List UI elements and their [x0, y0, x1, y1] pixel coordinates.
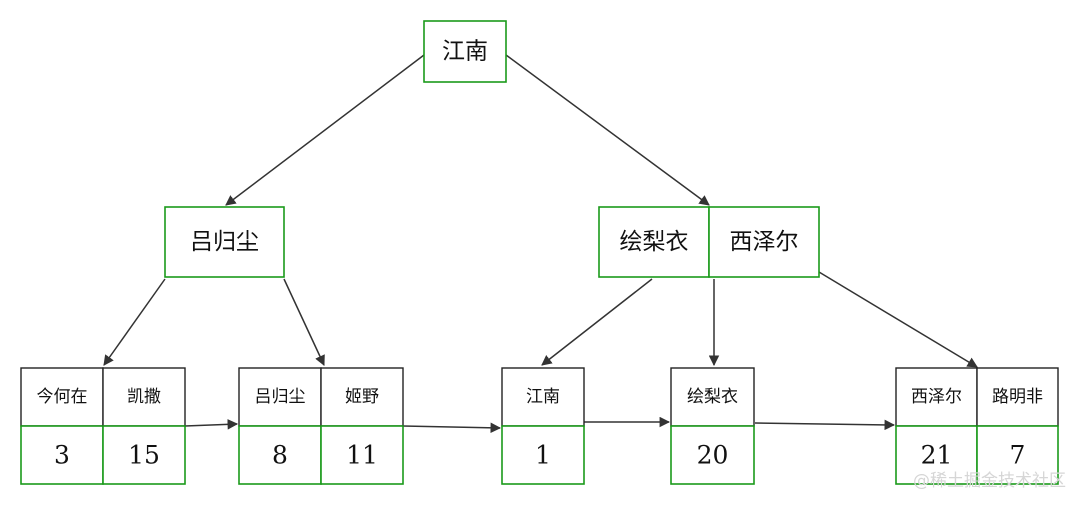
leaf-value: 15 — [128, 441, 160, 470]
nodes: 江南吕归尘绘梨衣西泽尔今何在3凯撒15吕归尘8姬野11江南1绘梨衣20西泽尔21… — [20, 20, 1059, 485]
edge-arrow — [818, 271, 978, 368]
edge-arrow — [283, 278, 325, 366]
leaf-value: 7 — [1010, 441, 1026, 470]
leaf-key: 今何在 — [37, 387, 88, 407]
leaf-key: 姬野 — [345, 387, 379, 407]
leaf-key-cell — [895, 367, 978, 427]
leaf-key-cell — [976, 367, 1059, 427]
leaf-value: 1 — [535, 441, 551, 470]
edge-arrow — [103, 278, 166, 366]
leaf-value-cell — [895, 425, 978, 485]
leaf-value-cell — [238, 425, 322, 485]
internal-key-cell — [164, 206, 285, 278]
leaf-value: 20 — [697, 441, 729, 470]
leaf-value: 8 — [272, 441, 288, 470]
leaf-value-cell — [320, 425, 404, 485]
edge-arrow — [184, 419, 239, 430]
leaf-key: 路明非 — [992, 387, 1043, 407]
edge-arrow — [754, 419, 896, 431]
leaf-node: 江南 1 — [501, 367, 585, 485]
leaf-key-cell — [238, 367, 322, 427]
leaf-key-cell — [501, 367, 585, 427]
leaf-key: 江南 — [526, 387, 560, 407]
leaf-value-cell — [976, 425, 1059, 485]
leaf-key: 绘梨衣 — [687, 387, 738, 407]
leaf-value-cell — [102, 425, 186, 485]
leaf-node: 吕归尘 8 姬野 11 — [238, 367, 404, 485]
leaf-key-cell — [670, 367, 755, 427]
leaf-node: 今何在 3 凯撒 15 — [20, 367, 186, 485]
leaf-key: 吕归尘 — [255, 387, 306, 407]
edge-arrow — [402, 422, 502, 434]
leaf-key-cell — [320, 367, 404, 427]
edge-arrow — [225, 54, 425, 206]
root-key: 江南 — [442, 39, 488, 65]
edge-arrow — [505, 54, 710, 206]
leaf-value: 3 — [54, 441, 70, 470]
root-node: 江南 — [423, 20, 507, 83]
internal-key: 西泽尔 — [730, 229, 799, 255]
leaf-key: 西泽尔 — [911, 387, 962, 407]
leaf-node: 西泽尔 21 路明非 7 — [895, 367, 1059, 485]
leaf-key-cell — [20, 367, 104, 427]
root-node-box — [423, 20, 507, 83]
internal-node: 绘梨衣 西泽尔 — [598, 206, 820, 278]
leaf-node: 绘梨衣 20 — [670, 367, 755, 485]
internal-key-cell — [708, 206, 820, 278]
edges — [103, 54, 978, 434]
leaf-value-cell — [501, 425, 585, 485]
edge-arrow — [541, 278, 653, 366]
watermark: @稀土掘金技术社区 — [913, 471, 1066, 491]
leaf-value-cell — [20, 425, 104, 485]
leaf-key: 凯撒 — [127, 387, 161, 407]
internal-key: 绘梨衣 — [620, 229, 689, 255]
leaf-value: 11 — [346, 441, 378, 470]
leaf-value: 21 — [921, 441, 953, 470]
internal-node: 吕归尘 — [164, 206, 285, 278]
leaf-key-cell — [102, 367, 186, 427]
leaf-value-cell — [670, 425, 755, 485]
internal-key: 吕归尘 — [190, 229, 259, 255]
